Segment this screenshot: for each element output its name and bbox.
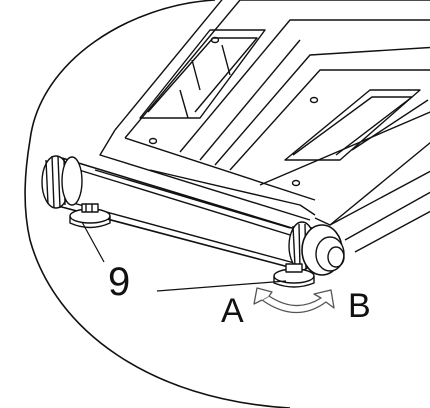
right-leveling-foot: [273, 263, 315, 288]
part-number-label: 9: [108, 260, 131, 304]
left-leveling-foot: [69, 203, 111, 229]
left-rail-slot: [139, 29, 266, 119]
right-rail-slot: [284, 89, 429, 161]
right-end-cap: [288, 221, 345, 276]
callout-9-leaders: [81, 221, 287, 292]
detail-circle-outline: [24, 0, 291, 408]
direction-b-label: B: [348, 287, 371, 325]
left-end-cap: [41, 155, 83, 209]
direction-a-label: A: [221, 292, 244, 330]
deck-frame: [99, 0, 430, 253]
rotation-double-arrow-icon: [253, 287, 335, 314]
screw-holes: [148, 36, 319, 187]
